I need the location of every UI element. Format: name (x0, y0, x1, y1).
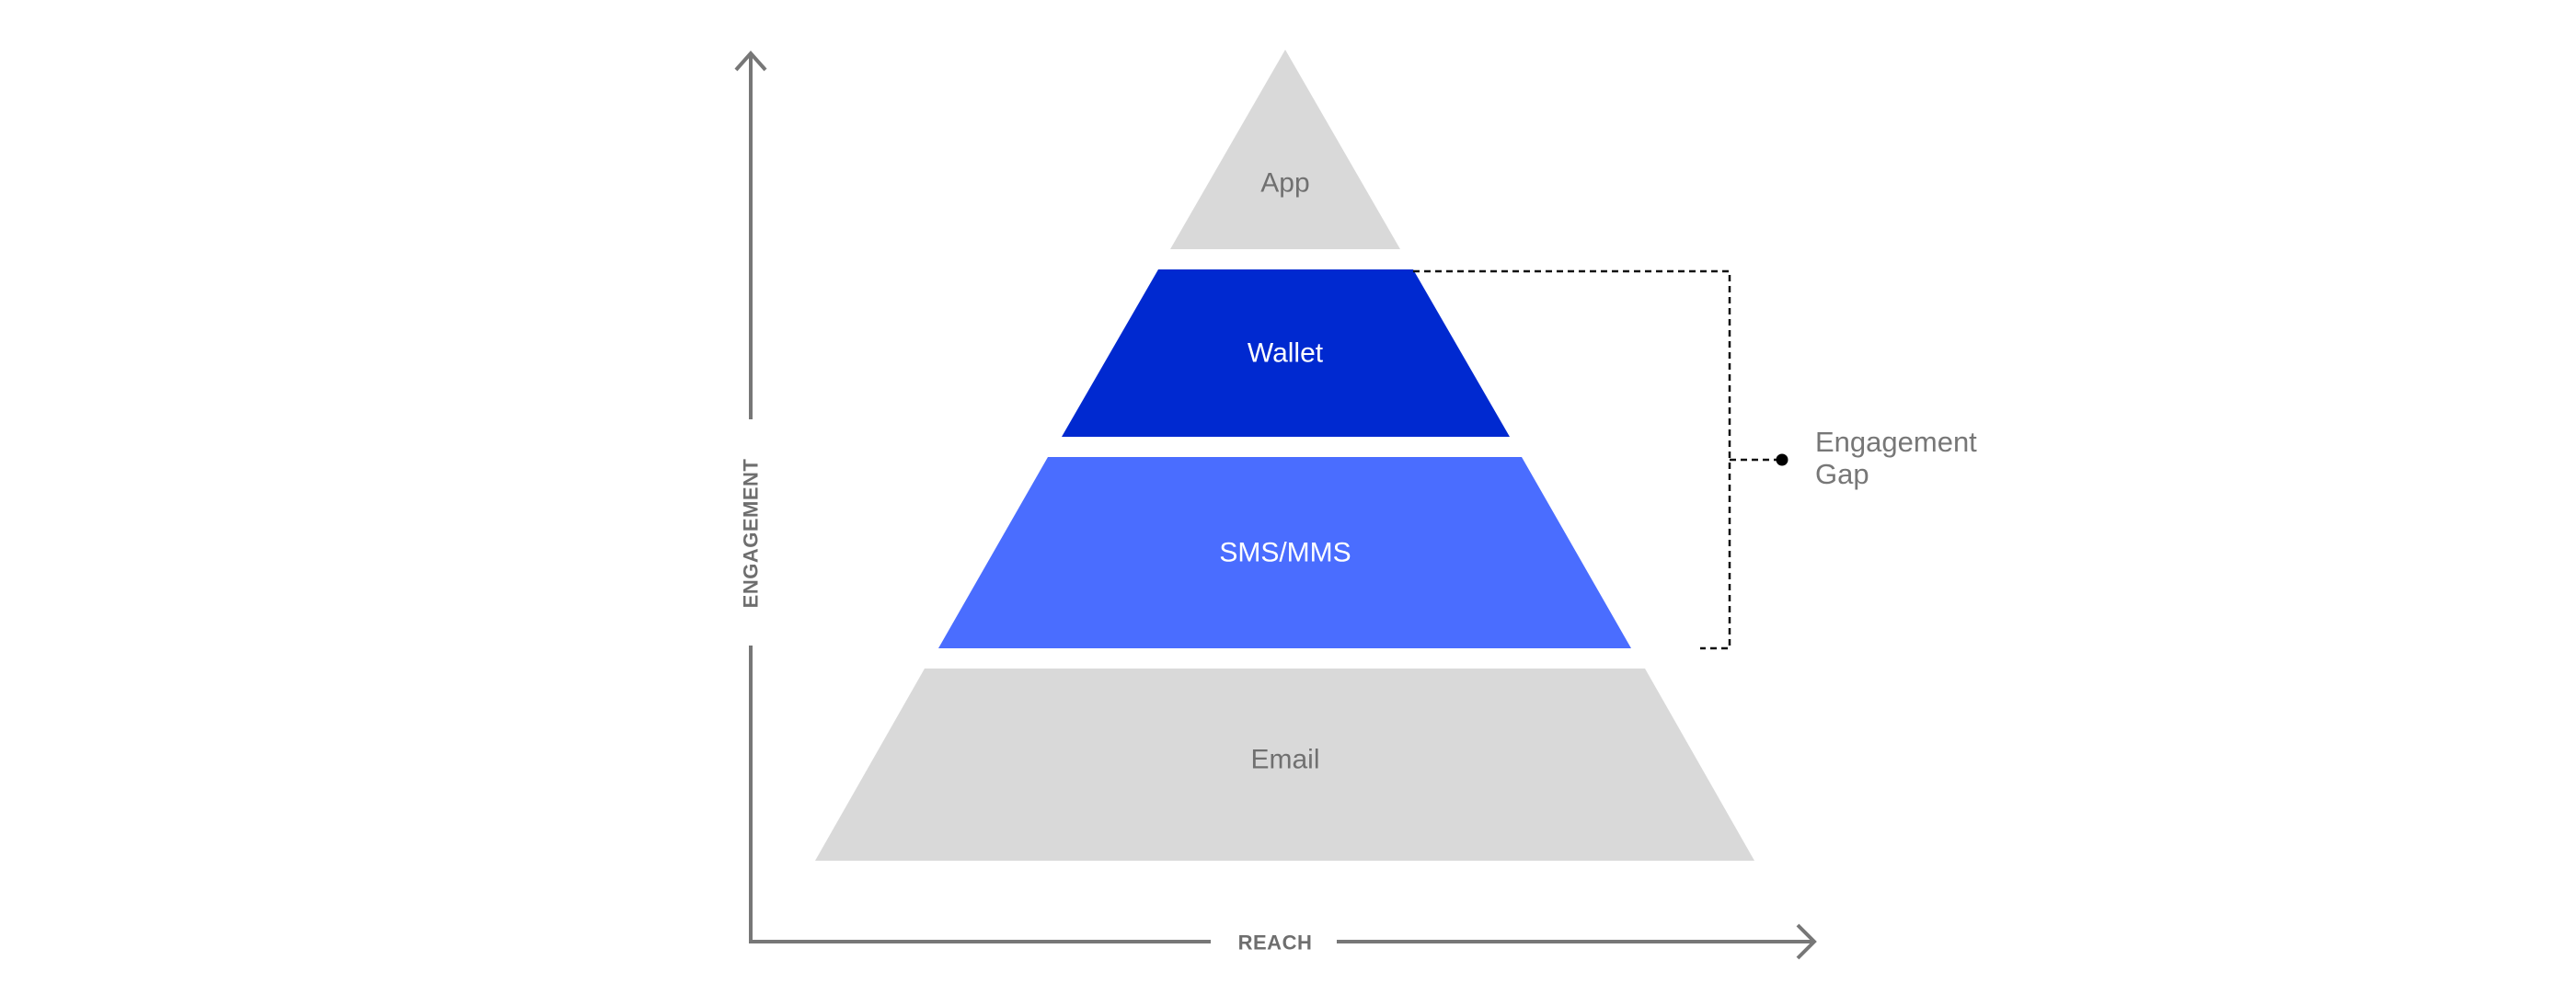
engagement-gap-dot-icon (1776, 453, 1788, 466)
tier-sms-mms (938, 457, 1631, 648)
engagement-gap-label-line2: Gap (1815, 458, 1869, 490)
x-axis-arrow-icon (1796, 923, 1817, 960)
engagement-gap-bracket (1413, 269, 1782, 650)
engagement-gap-label: Engagement Gap (1815, 426, 1984, 490)
tier-label-sms-mms: SMS/MMS (1219, 538, 1351, 568)
engagement-gap-label-line1: Engagement (1815, 426, 1977, 458)
tier-label-email: Email (1250, 745, 1319, 775)
y-axis-label: ENGAGEMENT (740, 459, 763, 609)
tier-email (815, 669, 1754, 861)
tier-label-app: App (1260, 168, 1309, 199)
y-axis (734, 50, 767, 943)
tier-wallet (1062, 269, 1510, 437)
y-axis-arrow-icon (734, 50, 767, 72)
tier-app (1170, 50, 1400, 249)
x-axis-label: REACH (1238, 932, 1313, 955)
x-axis (749, 923, 1817, 960)
tier-label-wallet: Wallet (1248, 338, 1324, 369)
